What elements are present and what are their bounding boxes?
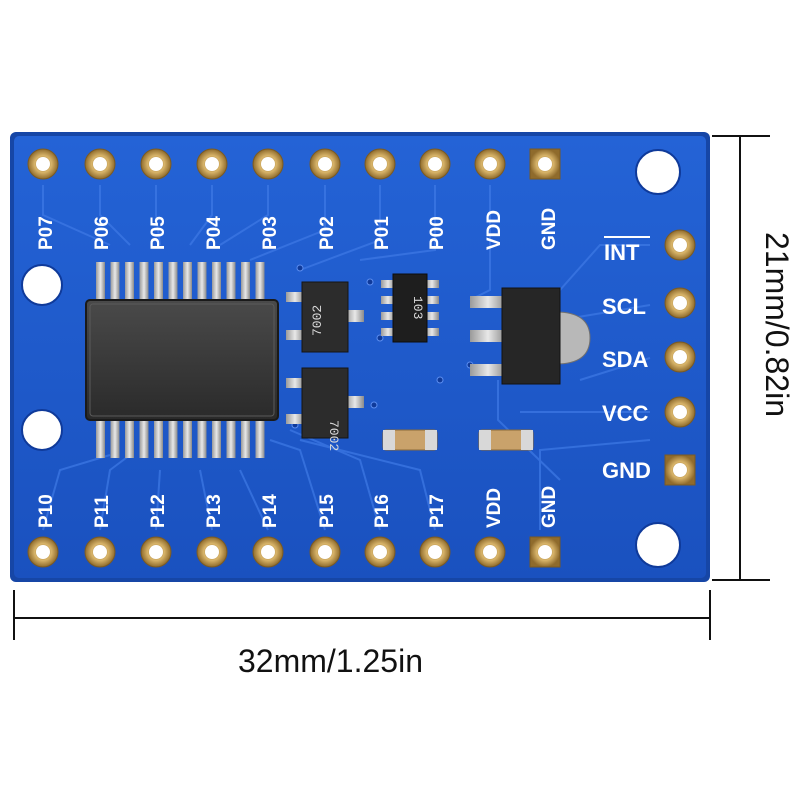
pin-label-int: INT (604, 240, 640, 265)
smd-capacitor-2 (478, 429, 534, 451)
pin-label-p14: P14 (260, 494, 281, 528)
side-header-pads (664, 229, 696, 486)
ic-top-leg-5 (154, 262, 163, 302)
ic-top-leg-8 (197, 262, 207, 302)
side-pad-5-hole (673, 463, 687, 477)
ic-bottom-leg-5 (154, 418, 163, 458)
pin-label-p12: P12 (148, 494, 169, 528)
side-pad-2-hole (673, 296, 687, 310)
ic-top-leg-7 (183, 262, 192, 302)
pcb-board (10, 132, 710, 582)
pin-label-vdd-top: VDD (484, 210, 505, 250)
pin-label-p13: P13 (204, 494, 225, 528)
ic-bottom-leg-1 (96, 418, 105, 458)
mounting-holes (21, 149, 681, 568)
side-pad-4-hole (673, 405, 687, 419)
pin-label-p00: P00 (427, 216, 448, 250)
ic-top-leg-12 (255, 262, 265, 302)
bottom-pad-2-hole (93, 545, 107, 559)
bottom-pad-8-hole (428, 545, 442, 559)
pin-label-p15: P15 (317, 494, 338, 528)
copper-traces (42, 185, 651, 531)
ic-bottom-leg-11 (241, 418, 250, 458)
pin-label-p05: P05 (148, 216, 169, 250)
side-pad-1-hole (673, 238, 687, 252)
side-pad-3-hole (673, 350, 687, 364)
side-pin-labels: INT SCL SDA VCC GND (602, 236, 651, 483)
pin-label-p04: P04 (204, 216, 225, 250)
ic-top-leg-11 (241, 262, 250, 302)
ic-top-leg-3 (125, 262, 134, 302)
top-header-pads (27, 148, 561, 180)
ic-top-leg-2 (110, 262, 120, 302)
ic-bottom-leg-3 (125, 418, 134, 458)
top-pad-4-hole (205, 157, 219, 171)
voltage-regulator (470, 287, 591, 385)
height-label: 21mm/0.82in (759, 232, 795, 417)
bottom-pad-10-hole (538, 545, 552, 559)
height-dimension-line (712, 135, 770, 581)
mosfet-transistor-1: 7002 (286, 281, 364, 353)
pin-label-p17: P17 (427, 494, 448, 528)
top-pin-labels: P07 P06 P05 P04 P03 P02 P01 P00 VDD GND (36, 208, 560, 250)
pin-label-gnd-side: GND (602, 458, 651, 483)
bottom-pad-3-hole (149, 545, 163, 559)
main-ic-chip (85, 262, 279, 458)
resistor-network-marking: 103 (410, 296, 425, 319)
top-pad-9-hole (483, 157, 497, 171)
bottom-pad-9-hole (483, 545, 497, 559)
ic-top-leg-1 (96, 262, 105, 302)
pin-label-vcc: VCC (602, 401, 649, 426)
bottom-pad-4-hole (205, 545, 219, 559)
bottom-pad-7-hole (373, 545, 387, 559)
ic-top-leg-10 (226, 262, 236, 302)
pin-label-vdd-bottom: VDD (484, 488, 505, 528)
mosfet-transistor-2: 7002 (286, 367, 364, 451)
pin-label-p16: P16 (372, 494, 393, 528)
top-pad-2-hole (93, 157, 107, 171)
resistor-network: 103 (381, 273, 439, 343)
ic-top-leg-9 (212, 262, 221, 302)
pin-label-p07: P07 (36, 216, 57, 250)
top-pad-5-hole (261, 157, 275, 171)
top-pad-8-hole (428, 157, 442, 171)
top-pad-7-hole (373, 157, 387, 171)
bottom-pin-labels: P10 P11 P12 P13 P14 P15 P16 P17 VDD GND (36, 486, 560, 528)
top-pad-1-hole (36, 157, 50, 171)
pin-label-p11: P11 (92, 495, 113, 528)
bottom-pad-5-hole (261, 545, 275, 559)
transistor-1-marking: 7002 (310, 305, 325, 336)
pin-label-scl: SCL (602, 294, 646, 319)
pin-label-p03: P03 (260, 216, 281, 250)
top-pad-6-hole (318, 157, 332, 171)
pin-label-p10: P10 (36, 494, 57, 528)
top-pad-3-hole (149, 157, 163, 171)
bottom-pad-1-hole (36, 545, 50, 559)
ic-bottom-leg-4 (139, 418, 149, 458)
ic-bottom-leg-2 (110, 418, 120, 458)
ic-top-leg-6 (168, 262, 178, 302)
pin-label-p02: P02 (317, 216, 338, 250)
pin-label-gnd-bottom: GND (539, 486, 560, 528)
top-pad-10-hole (538, 157, 552, 171)
pin-label-gnd-top: GND (539, 208, 560, 250)
ic-bottom-leg-6 (168, 418, 178, 458)
pin-label-p06: P06 (92, 216, 113, 250)
pin-label-sda: SDA (602, 347, 649, 372)
transistor-2-marking: 7002 (326, 420, 341, 451)
ic-bottom-leg-10 (226, 418, 236, 458)
ic-bottom-leg-12 (255, 418, 265, 458)
bottom-pad-6-hole (318, 545, 332, 559)
width-dimension-line (13, 590, 711, 640)
ic-top-leg-4 (139, 262, 149, 302)
ic-bottom-leg-8 (197, 418, 207, 458)
ic-bottom-leg-7 (183, 418, 192, 458)
smd-capacitor-1 (382, 429, 438, 451)
width-label: 32mm/1.25in (238, 643, 423, 679)
ic-bottom-leg-9 (212, 418, 221, 458)
bottom-header-pads (27, 536, 561, 568)
pin-label-p01: P01 (372, 216, 393, 250)
